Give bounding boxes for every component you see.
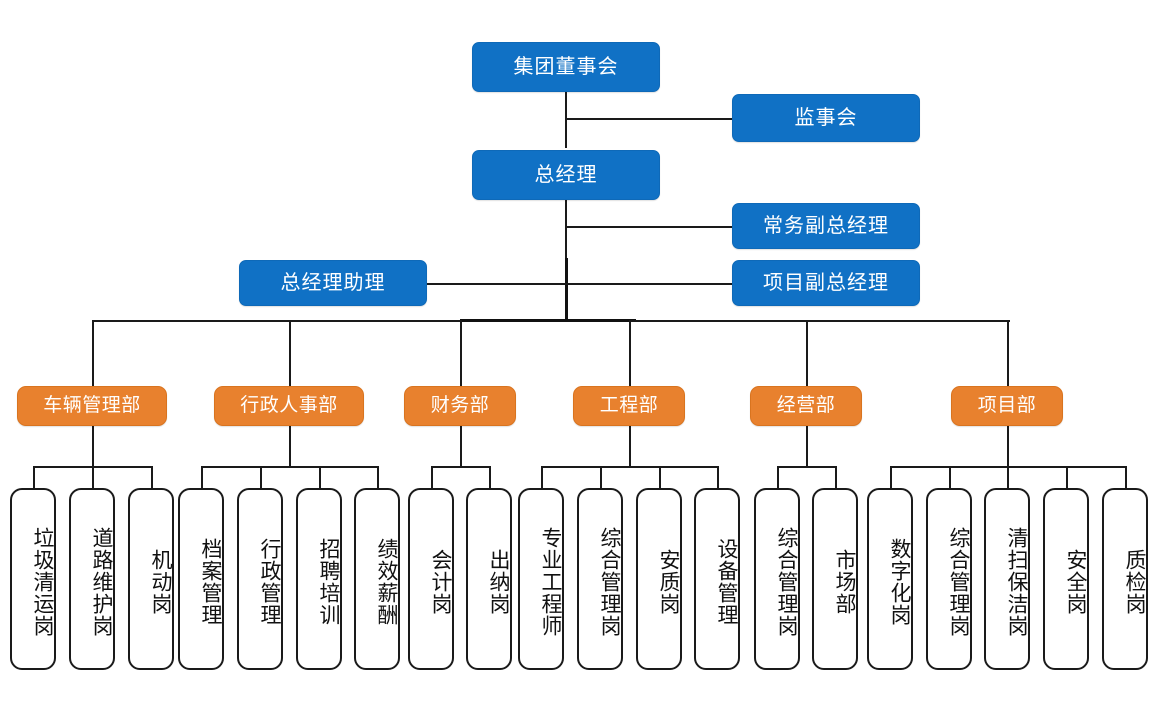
post-label: 绩效薪酬 (375, 538, 399, 626)
post-label: 招聘培训 (317, 538, 341, 626)
connector-dept3-drop-2 (489, 466, 491, 488)
connector-dept6-drop-5 (1125, 466, 1127, 488)
node-board[interactable]: 集团董事会 (472, 42, 660, 92)
connector-bus-to-dept-2 (289, 320, 291, 386)
post-label: 综合管理岗 (775, 527, 799, 637)
post-label: 安全岗 (1064, 549, 1088, 615)
connector-board-to-gm (565, 92, 567, 148)
post-node-cashier[interactable]: 出纳岗 (466, 488, 512, 670)
connector-dept1-drop-1 (33, 466, 35, 488)
post-node-operations-general-management[interactable]: 综合管理岗 (754, 488, 800, 670)
connector-dept4-bus (541, 466, 718, 468)
post-node-accounting[interactable]: 会计岗 (408, 488, 454, 670)
post-node-safety-quality[interactable]: 安质岗 (636, 488, 682, 670)
connector-dept6-drop-3 (1007, 466, 1009, 488)
connector-bus-to-dept-3 (460, 320, 462, 386)
connector-dept2-drop-4 (377, 466, 379, 488)
post-node-quality-inspection[interactable]: 质检岗 (1102, 488, 1148, 670)
connector-dept6-drop-4 (1066, 466, 1068, 488)
post-node-equipment-management[interactable]: 设备管理 (694, 488, 740, 670)
dept-node-finance[interactable]: 财务部 (404, 386, 516, 426)
post-node-administration[interactable]: 行政管理 (237, 488, 283, 670)
connector-gm-trunk-upper (565, 200, 567, 258)
post-label: 安质岗 (657, 549, 681, 615)
connector-dept1-stem (92, 425, 94, 467)
connector-gm-to-assistant (425, 283, 566, 285)
dept-node-admin-hr[interactable]: 行政人事部 (214, 386, 364, 426)
post-node-marketing[interactable]: 市场部 (812, 488, 858, 670)
connector-dept2-drop-1 (201, 466, 203, 488)
post-node-performance-compensation[interactable]: 绩效薪酬 (354, 488, 400, 670)
department-bus-left (92, 320, 466, 322)
post-label: 综合管理岗 (947, 527, 971, 637)
post-label: 数字化岗 (888, 538, 912, 626)
connector-board-to-supervisory (565, 118, 732, 120)
connector-bus-to-dept-4 (629, 320, 631, 386)
dept-node-project[interactable]: 项目部 (951, 386, 1063, 426)
connector-bus-to-dept-1 (92, 320, 94, 386)
connector-dept4-drop-2 (600, 466, 602, 488)
post-label: 会计岗 (429, 549, 453, 615)
post-label: 道路维护岗 (90, 527, 114, 637)
connector-gm-to-executive-deputy (565, 226, 732, 228)
connector-dept4-drop-3 (659, 466, 661, 488)
post-label: 出纳岗 (487, 549, 511, 615)
dept-node-operations[interactable]: 经营部 (750, 386, 862, 426)
connector-dept4-drop-1 (541, 466, 543, 488)
node-gm-assistant[interactable]: 总经理助理 (239, 260, 427, 306)
node-general-manager[interactable]: 总经理 (472, 150, 660, 200)
dept-node-vehicle-management[interactable]: 车辆管理部 (17, 386, 167, 426)
node-project-deputy-gm[interactable]: 项目副总经理 (732, 260, 920, 306)
post-node-project-general-management[interactable]: 综合管理岗 (926, 488, 972, 670)
post-node-cleaning-sanitation[interactable]: 清扫保洁岗 (984, 488, 1030, 670)
post-node-mobile-duty[interactable]: 机动岗 (128, 488, 174, 670)
post-node-archive-management[interactable]: 档案管理 (178, 488, 224, 670)
connector-dept2-stem (289, 425, 291, 467)
connector-dept1-drop-3 (151, 466, 153, 488)
connector-dept5-stem (806, 425, 808, 467)
connector-dept3-stem (460, 425, 462, 467)
connector-dept5-bus (777, 466, 836, 468)
department-bus-right (630, 320, 1010, 322)
post-node-digitalization[interactable]: 数字化岗 (867, 488, 913, 670)
connector-dept2-drop-3 (319, 466, 321, 488)
post-node-professional-engineer[interactable]: 专业工程师 (518, 488, 564, 670)
connector-dept3-bus (431, 466, 490, 468)
post-label: 综合管理岗 (598, 527, 622, 637)
post-label: 档案管理 (199, 538, 223, 626)
connector-dept5-drop-1 (777, 466, 779, 488)
connector-dept1-drop-2 (92, 466, 94, 488)
connector-dept4-stem (629, 425, 631, 467)
node-executive-deputy-gm[interactable]: 常务副总经理 (732, 203, 920, 249)
connector-dept5-drop-2 (835, 466, 837, 488)
post-node-recruitment-training[interactable]: 招聘培训 (296, 488, 342, 670)
connector-bus-to-dept-6 (1007, 320, 1009, 386)
connector-dept6-drop-1 (890, 466, 892, 488)
post-label: 机动岗 (149, 549, 173, 615)
post-label: 质检岗 (1123, 549, 1147, 615)
post-label: 专业工程师 (539, 527, 563, 637)
connector-gm-trunk-lower (565, 258, 568, 321)
post-node-road-maintenance[interactable]: 道路维护岗 (69, 488, 115, 670)
connector-bus-to-dept-5 (806, 320, 808, 386)
node-supervisory-board[interactable]: 监事会 (732, 94, 920, 142)
department-bus-center (460, 319, 636, 322)
connector-dept6-drop-2 (949, 466, 951, 488)
connector-dept4-drop-4 (717, 466, 719, 488)
post-label: 市场部 (833, 549, 857, 615)
connector-dept2-bus (201, 466, 378, 468)
post-label: 行政管理 (258, 538, 282, 626)
post-label: 设备管理 (715, 538, 739, 626)
connector-dept2-drop-2 (260, 466, 262, 488)
post-node-engineering-general-management[interactable]: 综合管理岗 (577, 488, 623, 670)
post-label: 垃圾清运岗 (31, 527, 55, 637)
post-node-safety[interactable]: 安全岗 (1043, 488, 1089, 670)
connector-dept6-stem (1007, 425, 1009, 467)
connector-gm-to-project-deputy (565, 283, 732, 285)
post-label: 清扫保洁岗 (1005, 527, 1029, 637)
post-node-waste-removal[interactable]: 垃圾清运岗 (10, 488, 56, 670)
dept-node-engineering[interactable]: 工程部 (573, 386, 685, 426)
connector-dept3-drop-1 (431, 466, 433, 488)
